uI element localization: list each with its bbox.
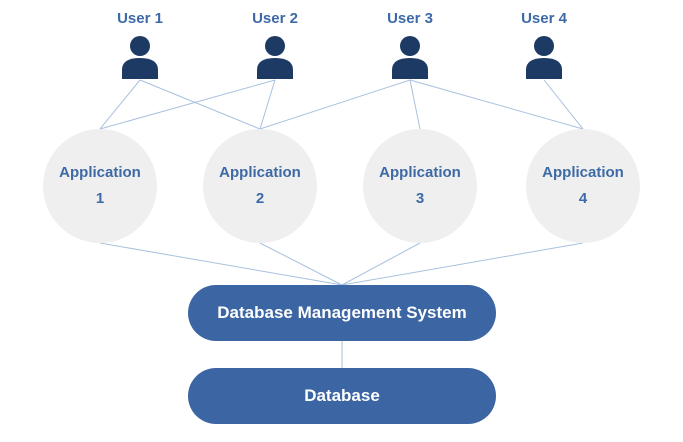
- application-1-number: 1: [95, 190, 105, 207]
- application-3-node: Application 3: [363, 129, 477, 243]
- dbms-node: Database Management System: [188, 285, 496, 341]
- user-1-person-icon: [122, 36, 158, 79]
- application-1-node: Application 1: [43, 129, 157, 243]
- application-1-to-dbms-line: [99, 242, 343, 286]
- user-3-to-application-4-line: [409, 79, 584, 130]
- user-2-person-icon: [257, 36, 293, 79]
- application-4-node: Application 4: [526, 129, 640, 243]
- application-1-title: Application: [59, 164, 141, 181]
- database-node: Database: [188, 368, 496, 424]
- user-3-to-application-2-line: [259, 79, 411, 130]
- application-3-title: Application: [379, 164, 461, 181]
- user-4-label: User 4: [521, 10, 567, 27]
- application-4-to-dbms-line: [341, 242, 584, 286]
- application-2-to-dbms-line: [259, 242, 343, 286]
- user-4-to-application-4-line: [543, 79, 584, 130]
- user-3-label: User 3: [387, 10, 433, 27]
- database-label: Database: [304, 386, 380, 405]
- user-1-label: User 1: [117, 10, 163, 27]
- user-2-to-application-1-line: [99, 79, 276, 130]
- user-4-person-icon: [526, 36, 562, 79]
- user-1-to-application-2-line: [139, 79, 261, 130]
- application-2-title: Application: [219, 164, 301, 181]
- application-4-number: 4: [578, 190, 588, 207]
- application-4-title: Application: [542, 164, 624, 181]
- user-2-label: User 2: [252, 10, 298, 27]
- application-3-to-dbms-line: [341, 242, 421, 286]
- user-1-to-application-1-line: [99, 79, 141, 130]
- user-3-to-application-3-line: [409, 79, 421, 130]
- application-2-node: Application 2: [203, 129, 317, 243]
- user-3-person-icon: [392, 36, 428, 79]
- application-3-number: 3: [415, 190, 425, 207]
- dbms-label: Database Management System: [217, 303, 467, 322]
- application-2-number: 2: [255, 190, 265, 207]
- user-2-to-application-2-line: [259, 79, 276, 130]
